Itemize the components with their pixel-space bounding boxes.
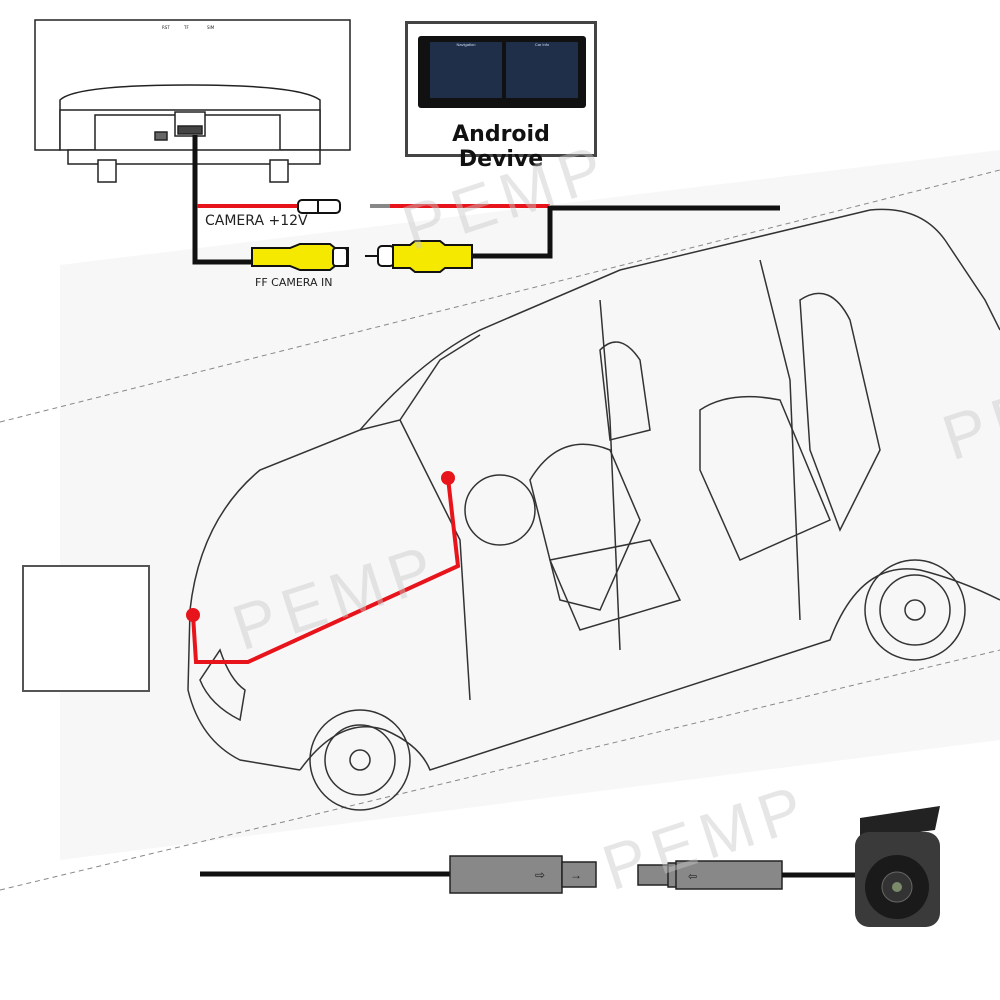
android-device-panel: Navigation Car Info Android Devive <box>405 21 597 172</box>
rca-male-connector <box>365 240 473 273</box>
cables <box>192 135 780 265</box>
camera-power-label: CAMERA +12V <box>205 213 308 229</box>
camera-extension-cable: ⇨ → ⇦ <box>200 855 862 894</box>
android-screen: Navigation Car Info <box>418 36 586 108</box>
camera-cable-route <box>186 471 461 664</box>
car-info-panel: Car Info <box>506 42 578 98</box>
nav-panel: Navigation <box>430 42 502 98</box>
route-endpoint-dashboard <box>441 471 455 485</box>
port-label-sim: SIM <box>207 25 215 30</box>
front-camera-photo <box>855 806 940 927</box>
port-label-tf: TF <box>184 25 189 30</box>
svg-text:⇨: ⇨ <box>535 868 545 882</box>
power-plug <box>297 199 341 214</box>
car-drawing <box>187 208 1000 811</box>
rca-female-connector <box>251 243 349 271</box>
camera-video-label: FF CAMERA IN <box>255 276 333 289</box>
svg-text:⇦: ⇦ <box>688 871 697 883</box>
android-device-title: Android Devive <box>452 122 550 172</box>
route-endpoint-front-grille <box>186 608 200 622</box>
dashed-divider-top <box>0 169 1000 423</box>
dashed-divider-bottom <box>0 649 1000 891</box>
svg-text:→: → <box>570 868 582 882</box>
port-label-rst: RST <box>162 25 170 30</box>
inset-camera-frame <box>22 565 150 692</box>
background-band <box>60 150 1000 860</box>
